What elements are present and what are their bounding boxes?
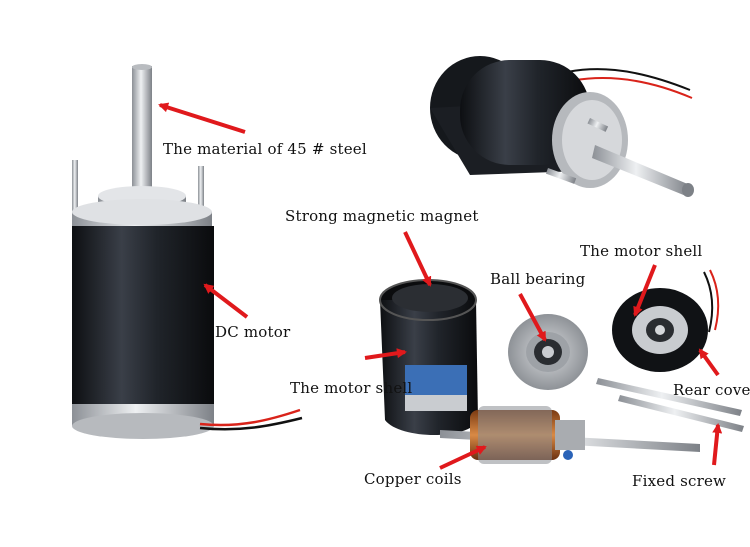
armature-rotor (440, 406, 700, 464)
label-motor-shell-right: The motor shell (580, 242, 703, 260)
label-ball-bearing: Ball bearing (490, 270, 586, 288)
label-motor-shell-left: The motor shell (290, 379, 413, 397)
label-steel-shaft: The material of 45 # steel (163, 140, 367, 158)
label-rear-cover: Rear cover (673, 381, 750, 399)
motor-shell-cup (379, 279, 478, 435)
dc-motor-left (72, 64, 303, 439)
ball-bearing-plate (508, 314, 588, 390)
label-copper-coils: Copper coils (364, 470, 462, 488)
rear-cover (612, 269, 720, 372)
callout-arrows (158, 102, 723, 470)
label-dc-motor: DC motor (215, 323, 291, 341)
motor-side-view (430, 56, 694, 197)
fixed-screws (596, 378, 744, 432)
label-fixed-screw: Fixed screw (632, 472, 727, 490)
label-magnet: Strong magnetic magnet (285, 207, 479, 225)
